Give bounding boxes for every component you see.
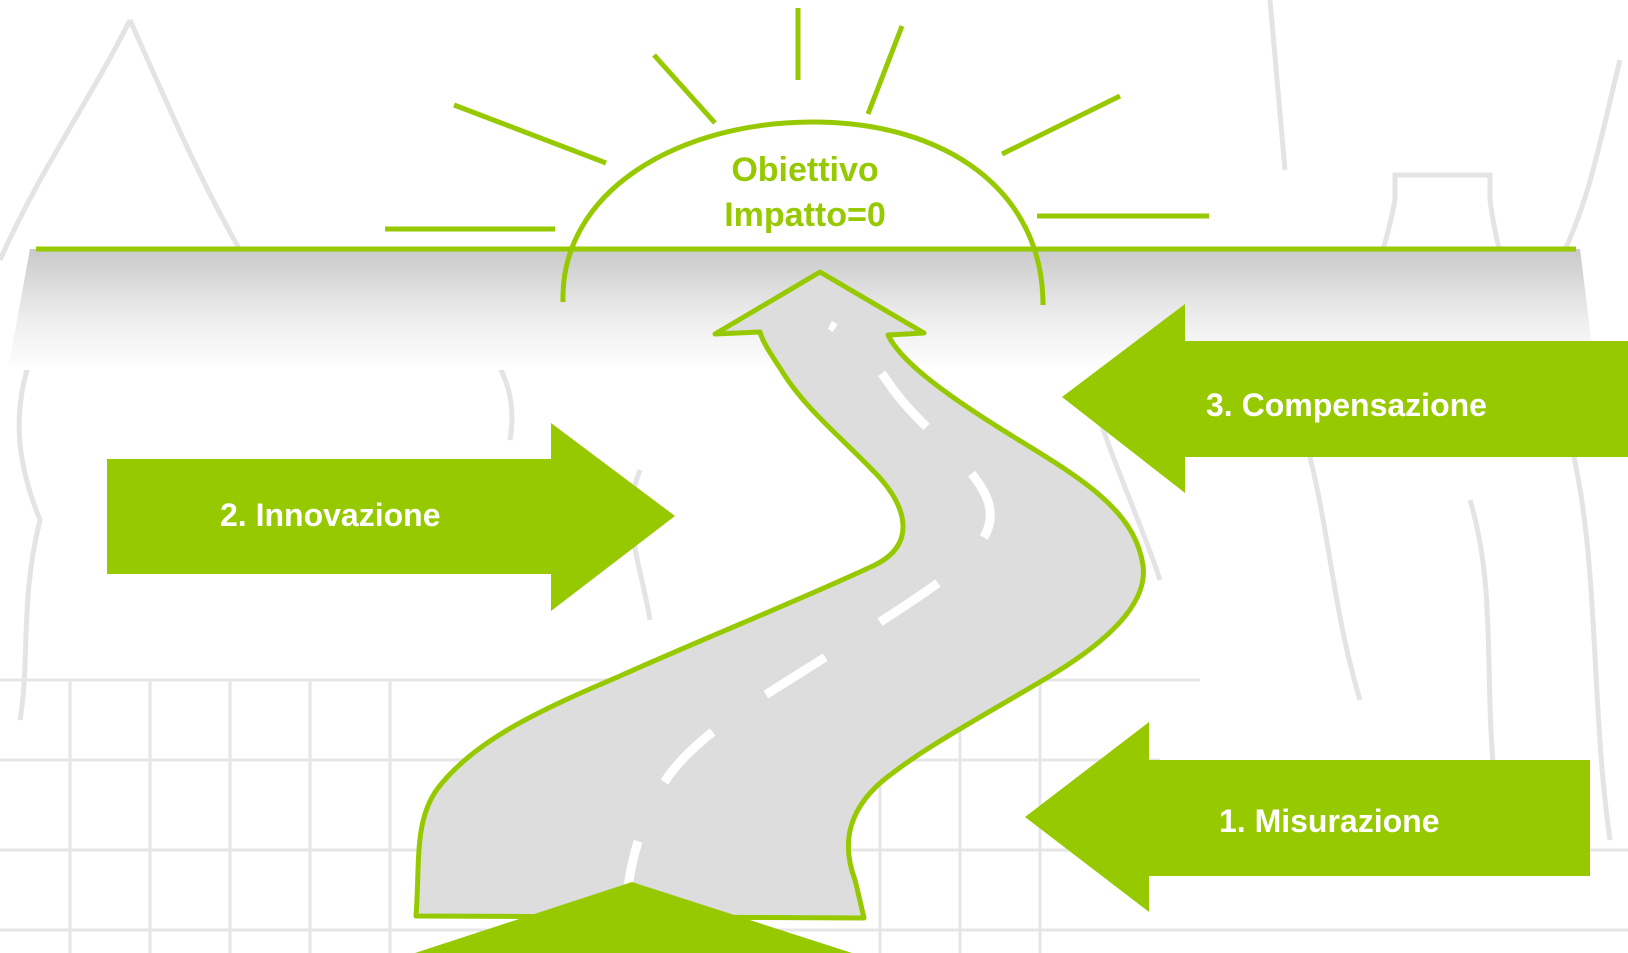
arrow-left-compensazione [1062, 304, 1628, 493]
goal-line-1: Obiettivo [731, 151, 879, 189]
sketch-mid-lines [1097, 419, 1163, 581]
goal-line-2: Impatto=0 [724, 196, 886, 234]
sun-arc [560, 119, 1046, 306]
sketch-left-bottle-2 [16, 359, 43, 721]
sketch-right-top [1267, 0, 1623, 262]
winding-road-icon [413, 269, 1146, 921]
step-3-label: 3. Compensazione [1206, 387, 1487, 423]
arrow-right-innovazione [107, 423, 675, 611]
sun-ray-6 [1000, 93, 1122, 157]
arrow-up-bottom [415, 882, 852, 953]
road-center-dash [620, 320, 995, 911]
sketch-left-bottle [0, 18, 243, 262]
goal-label: Obiettivo Impatto=0 [690, 148, 920, 238]
step-1-label: 1. Misurazione [1219, 803, 1440, 839]
sun-ray-3 [652, 53, 717, 125]
sun-ray-2 [453, 102, 607, 166]
sun-rays-icon [385, 8, 1209, 232]
sun-ray-5 [865, 25, 905, 115]
step-2-label: 2. Innovazione [220, 497, 441, 533]
arrow-left-misurazione [1025, 722, 1590, 912]
